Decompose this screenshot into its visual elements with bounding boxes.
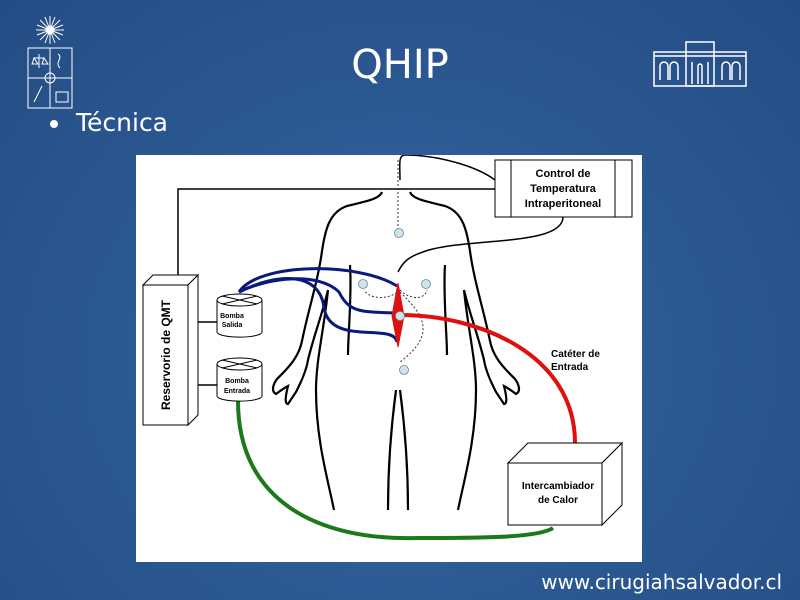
catheter-label-2: Entrada — [551, 362, 589, 373]
pump-out-label-2: Salida — [222, 322, 243, 329]
slide-title: QHIP — [351, 42, 449, 88]
bullet-text: Técnica — [76, 108, 169, 137]
building-logo — [652, 40, 748, 94]
outflow-tubes — [237, 267, 399, 343]
bullet-dot-icon — [50, 120, 58, 128]
sensor-leads — [363, 160, 428, 363]
exchanger-label-2: de Calor — [538, 495, 578, 506]
pump-in — [216, 357, 263, 402]
pump-in-label-2: Entrada — [224, 388, 250, 395]
qhip-diagram: Control de Temperatura Intraperitoneal R… — [136, 154, 642, 562]
control-label-2: Temperatura — [530, 183, 597, 195]
control-label-1: Control de — [536, 168, 591, 180]
control-label-3: Intraperitoneal — [525, 198, 601, 210]
university-crest-logo — [26, 10, 76, 114]
pump-out — [216, 293, 263, 338]
body-outline — [271, 191, 521, 511]
footer-url: www.cirugiahsalvador.cl — [541, 570, 782, 594]
control-wires — [177, 154, 564, 386]
catheter-label-1: Catéter de — [551, 349, 600, 360]
heat-exchanger-box — [506, 441, 624, 527]
return-tube — [236, 400, 555, 541]
inflow-catheter — [399, 313, 577, 444]
exchanger-label-1: Intercambiador — [522, 481, 594, 492]
temperature-control-box — [494, 159, 633, 218]
temperature-sensors — [358, 228, 431, 375]
reservoir-box — [141, 273, 200, 427]
reservoir-label: Reservorio de QMT — [159, 299, 173, 410]
pump-in-label-1: Bomba — [225, 378, 249, 385]
bullet-item: Técnica — [50, 108, 168, 137]
pump-out-label-1: Bomba — [220, 313, 244, 320]
